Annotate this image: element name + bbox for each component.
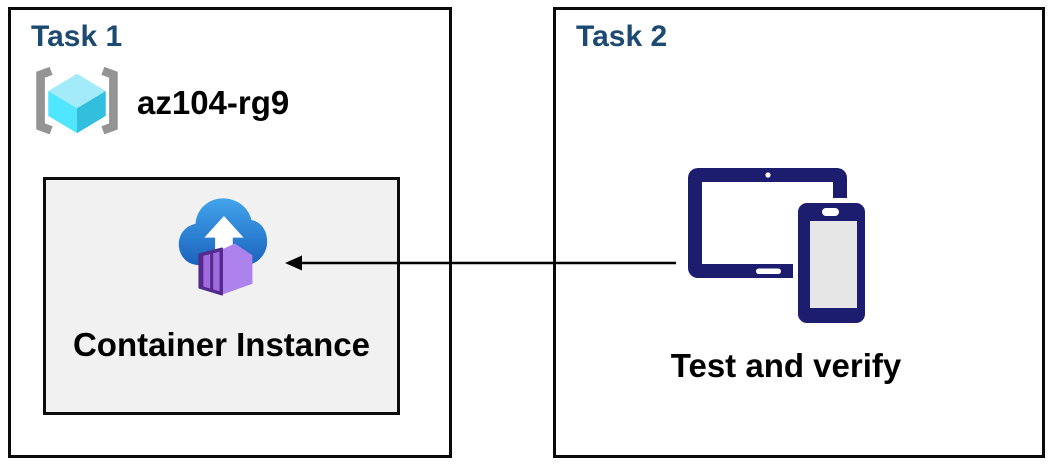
container-door-panel-2 bbox=[212, 251, 220, 292]
container-instance-icon bbox=[178, 198, 267, 296]
left-arrow-connector bbox=[285, 255, 676, 271]
phone-screen bbox=[810, 221, 857, 308]
left-bracket-shape bbox=[36, 66, 53, 135]
connector-arrowhead bbox=[285, 255, 302, 271]
tablet-phone-icon bbox=[688, 168, 870, 333]
cube-right-face bbox=[77, 91, 106, 134]
cube-left-face bbox=[48, 91, 77, 134]
task1-title: Task 1 bbox=[31, 20, 123, 53]
resource-group: az104-rg9 bbox=[31, 66, 289, 139]
container-instance-box: Container Instance bbox=[43, 177, 400, 415]
container-instance-label: Container Instance bbox=[72, 326, 371, 363]
task1-box: Task 1 az104-rg9 bbox=[8, 7, 452, 458]
right-bracket-shape bbox=[101, 66, 118, 135]
tablet-camera-dot bbox=[765, 172, 771, 178]
test-verify-label: Test and verify bbox=[670, 347, 902, 384]
phone-speaker bbox=[822, 208, 839, 216]
tablet-home-button bbox=[756, 268, 781, 274]
container-door-panel-1 bbox=[202, 254, 210, 289]
container-side-face bbox=[221, 243, 252, 295]
resource-group-icon bbox=[36, 66, 118, 135]
task2-title: Task 2 bbox=[576, 20, 668, 53]
task2-box: Task 2 Test and verify bbox=[553, 7, 1045, 458]
resource-group-name: az104-rg9 bbox=[137, 83, 290, 121]
